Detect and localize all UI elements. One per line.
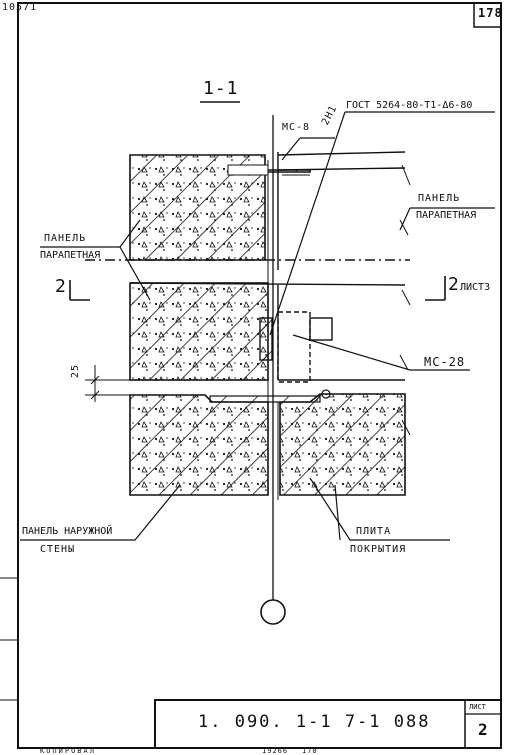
dim-value: 25 [70, 363, 81, 378]
sheet-label: ЛИСТ [469, 703, 486, 711]
embedded-plate-mc28 [259, 311, 333, 383]
section-title: 1-1 [203, 78, 239, 99]
leader-lines [20, 111, 495, 541]
axis-marker-circle [260, 599, 286, 625]
parapet-panel-upper [129, 154, 311, 261]
outer-panel-line1: ПАНЕЛЬ НАРУЖНОЙ [22, 526, 113, 537]
parapet-panel-middle [129, 282, 411, 381]
panel-left-line2: ПАРАПЕТНАЯ [40, 250, 101, 261]
dimension-25 [85, 365, 130, 402]
slab-line1: ПЛИТА [356, 526, 392, 537]
section-mark-right: 2 [448, 274, 460, 295]
roof-slab [279, 393, 411, 496]
outer-wall-panel [129, 394, 269, 496]
section-sheet-ref: ЛИСТ3 [460, 282, 491, 293]
sheet-number: 2 [478, 720, 489, 739]
parapet-panel-upper-right [277, 151, 411, 270]
page-number: 178 [478, 6, 503, 20]
outer-panel-line2: СТЕНЫ [40, 544, 76, 555]
footer-left: КОПИРОВАЛ [40, 747, 96, 755]
section-mark-lines [69, 276, 446, 301]
corner-code: 10571 [2, 2, 38, 13]
document-code: 1. 090. 1-1 7-1 088 [198, 712, 431, 732]
page-number-box [473, 2, 502, 28]
mc28-label: МС-28 [424, 355, 466, 369]
weld-symbol [321, 389, 331, 399]
mc8-label: МС-8 [282, 122, 311, 133]
panel-right-line2: ПАРАПЕТНАЯ [416, 210, 477, 221]
footer-mid: 19266 [262, 747, 289, 755]
panel-right-line1: ПАНЕЛЬ [418, 193, 461, 204]
footer-right: 178 [302, 747, 318, 755]
section-mark-left: 2 [55, 276, 67, 297]
gost-label: ГОСТ 5264-80-Т1-Δ6-80 [346, 100, 473, 111]
slab-line2: ПОКРЫТИЯ [350, 544, 407, 555]
bearing-plate [209, 395, 321, 403]
panel-left-line1: ПАНЕЛЬ [44, 233, 87, 244]
